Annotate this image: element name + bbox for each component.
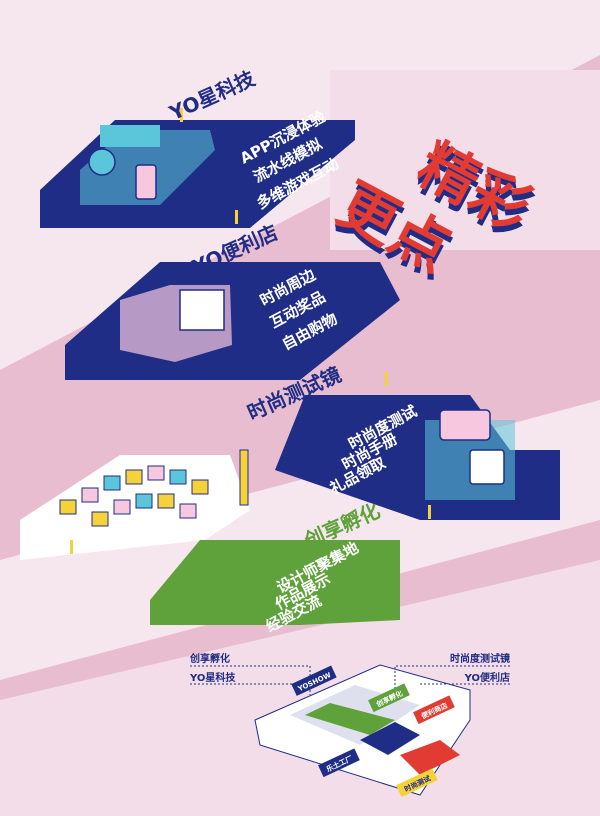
callout-incubation: 创享孵化 bbox=[189, 652, 230, 665]
callout-mirror: 时尚度测试镜 bbox=[450, 652, 510, 665]
map-tech-area bbox=[360, 722, 420, 755]
zone4-platform bbox=[150, 540, 400, 625]
store-shelf-icon bbox=[179, 289, 225, 331]
map-store-area bbox=[400, 740, 460, 775]
callout-store: YO便利店 bbox=[464, 671, 510, 684]
globe-icon bbox=[88, 148, 116, 176]
map-creative-area bbox=[305, 703, 395, 735]
app-device-icon bbox=[100, 125, 160, 147]
city-blocks bbox=[59, 449, 249, 527]
phone-icon bbox=[135, 164, 157, 200]
mirror-icon bbox=[469, 449, 505, 485]
glasses-icon bbox=[439, 409, 491, 441]
sparkle-decorations bbox=[70, 108, 431, 554]
callout-yo-tech: YO星科技 bbox=[189, 671, 236, 684]
